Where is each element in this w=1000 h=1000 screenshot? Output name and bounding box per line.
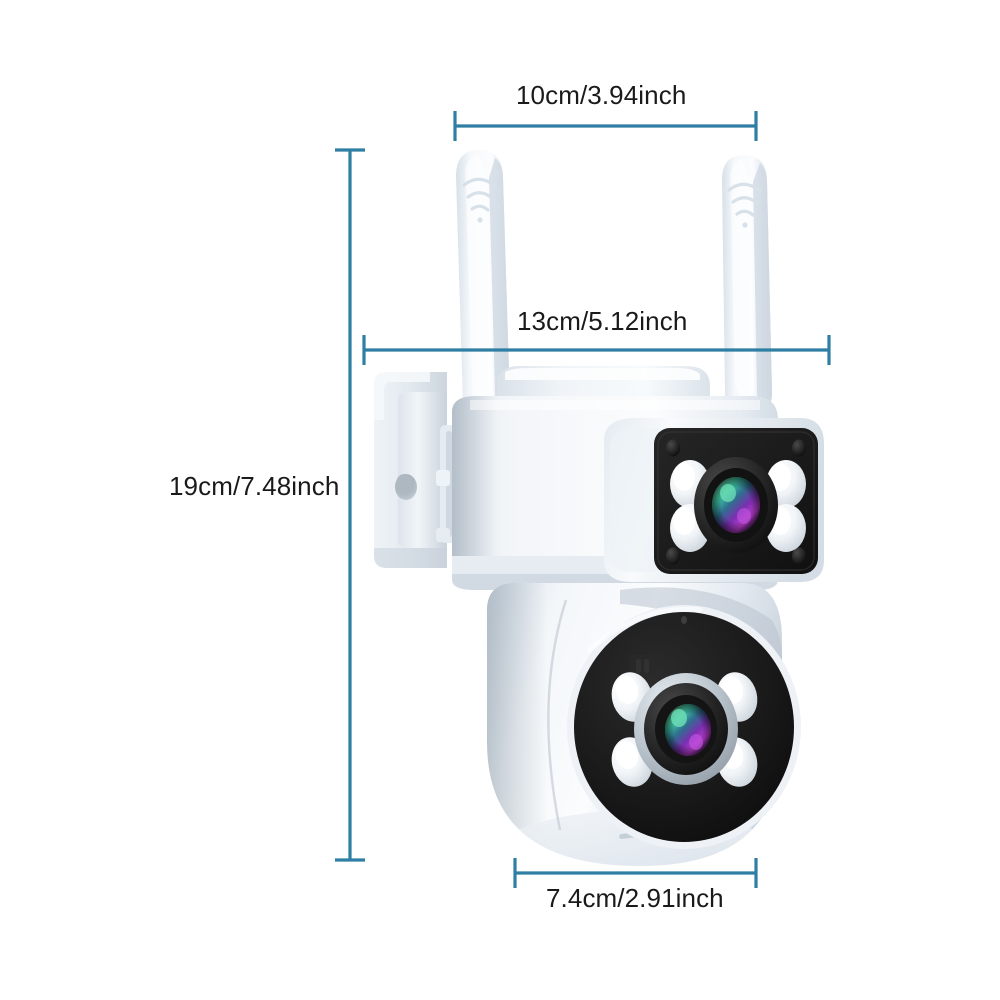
ptz-lens [634,673,738,785]
dimension-label-overall-height: 19cm/7.48inch [169,471,340,501]
wifi-signal-icon [727,182,762,217]
screw-icon [792,439,806,457]
bullet-lens [694,457,778,553]
dimension-label-top-width: 10cm/3.94inch [516,80,687,110]
dimension-label-overall-width: 13cm/5.12inch [517,306,688,336]
screw-icon [792,547,806,565]
dimension-line-top-width [453,111,758,141]
dimension-label-base-width: 7.4cm/2.91inch [546,883,724,913]
wall-mount-bracket [374,372,456,568]
ptz-dome-camera [487,583,801,866]
bullet-camera [604,418,824,582]
screw-icon [666,547,680,565]
screw-icon [666,439,680,457]
dimension-line-overall-width [362,335,831,365]
wifi-signal-icon [462,177,497,212]
dimension-line-base-width [513,858,758,888]
dimension-line-overall-height [335,148,365,862]
ptz-lens-module [567,605,801,849]
